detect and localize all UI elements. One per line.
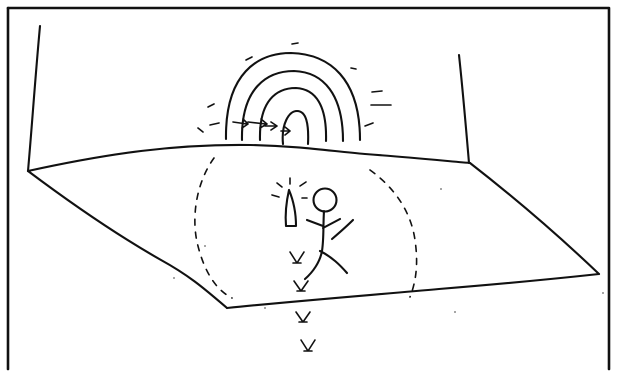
arch-mark — [350, 67, 357, 70]
arch-mark — [209, 122, 220, 126]
arrow-into-arch-head — [270, 121, 278, 131]
arch-mark — [197, 127, 204, 133]
right-wall-line — [457, 53, 471, 165]
arrow-into-arch-head — [259, 118, 268, 129]
arrow-into-arch-head — [241, 118, 249, 129]
floor-right-edge — [468, 161, 601, 276]
dashed-ring-left — [194, 157, 233, 299]
footstep-arrow — [289, 251, 305, 264]
figure-gesture — [330, 218, 355, 241]
footstep-arrow — [293, 280, 309, 292]
figure-back-leg — [318, 249, 349, 275]
arrow-into-arch-head — [284, 126, 291, 136]
flame-glow-marks — [271, 177, 308, 199]
arch-mark — [371, 90, 383, 93]
outer-arch — [224, 51, 362, 142]
doorway-arch — [281, 109, 310, 146]
arrow-into-arch — [247, 121, 267, 125]
left-wall-line — [26, 24, 42, 173]
middle-arch — [240, 69, 345, 143]
outer-frame-top-right — [6, 6, 611, 371]
arrow-into-arch — [232, 121, 248, 125]
arch-mark — [207, 103, 215, 108]
figure-head — [312, 187, 338, 213]
footstep-arrow — [295, 311, 311, 323]
inner-arch — [258, 86, 328, 143]
figure-arms — [305, 217, 342, 230]
arch-mark — [291, 42, 299, 45]
floor-left-edge — [26, 169, 229, 310]
dashed-ring-right — [369, 169, 418, 298]
floor-back-edge — [26, 143, 472, 173]
floor-front-edge — [225, 272, 601, 310]
footstep-arrow — [300, 339, 316, 352]
paper-specks — [173, 188, 604, 313]
flame-shape — [284, 188, 298, 228]
arch-mark — [245, 56, 253, 61]
arch-mark — [364, 122, 374, 127]
